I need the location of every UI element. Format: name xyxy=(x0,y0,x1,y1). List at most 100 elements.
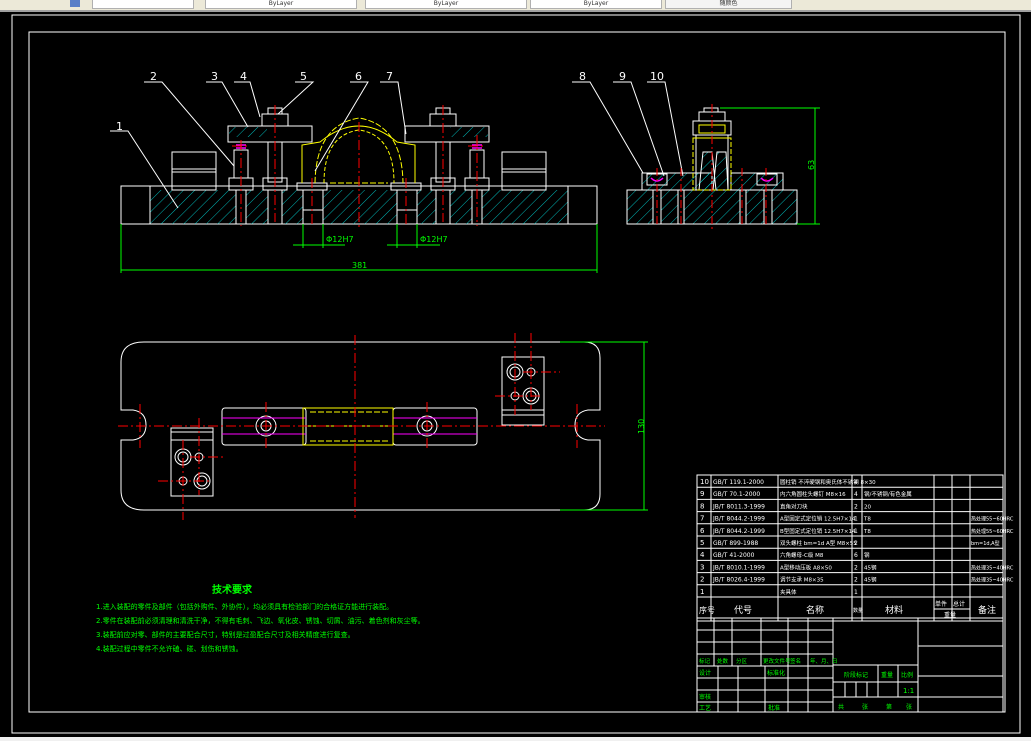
right-setting-block xyxy=(501,151,547,191)
bom-cell-qty: 4 xyxy=(854,491,858,498)
toolbar: ByLayer ByLayer ByLayer 随颜色 xyxy=(0,0,1031,12)
color-dropdown[interactable]: ByLayer xyxy=(205,0,357,9)
bom-cell-no: 6 xyxy=(700,527,705,535)
stage-mark-label: 阶段标记 xyxy=(844,671,868,679)
bom-header-name: 名称 xyxy=(806,604,824,616)
bom-cell-no: 4 xyxy=(700,551,705,559)
tech-req-line-1: 1.进入装配的零件及部件（包括外购件、外协件），均必须具有检验部门的合格证方能进… xyxy=(96,602,393,611)
bom-cell-qty: 1 xyxy=(854,589,858,596)
drawing-canvas[interactable]: 1 2 3 4 5 6 7 8 9 10 381 Φ12H7 Φ12H7 xyxy=(0,12,1031,737)
bom-cell-no: 7 xyxy=(700,515,704,523)
review-label: 审核 xyxy=(699,693,711,701)
balloon-8: 8 xyxy=(579,70,586,83)
dimensions-front xyxy=(120,224,598,273)
bom-cell-name: 直角对刀块 xyxy=(780,502,808,510)
balloon-6: 6 xyxy=(355,70,362,83)
bom-cell-no: 8 xyxy=(700,502,704,510)
sheet-inner-border xyxy=(28,31,1006,713)
title-block: 标记处数分区更改文件号签名年、月、日设计标准化审核工艺批准阶段标记重量比例1:1… xyxy=(696,617,1004,713)
sheet-count-label: 共 xyxy=(838,703,844,711)
balloon-7: 7 xyxy=(386,70,393,83)
linetype-dropdown[interactable]: ByLayer xyxy=(365,0,527,9)
bom-cell-no: 9 xyxy=(700,490,704,498)
layer-dropdown[interactable] xyxy=(92,0,194,9)
bom-cell-no: 5 xyxy=(700,539,704,547)
bom-cell-material: 钢/不锈钢/有色金属 xyxy=(864,490,912,498)
bom-cell-material: T8 xyxy=(863,529,871,535)
cad-drawing[interactable]: 1 2 3 4 5 6 7 8 9 10 381 Φ12H7 Φ12H7 xyxy=(0,12,1031,737)
left-setting-block xyxy=(171,151,217,191)
bom-row: 10 GB/T 119.1-2000 圆柱销 不淬硬钢和奥氏体不锈钢 8×304 xyxy=(700,478,876,486)
bom-row: 1 夹具体 1 xyxy=(700,588,858,596)
balloon-9: 9 xyxy=(619,70,626,83)
bom-cell-code: JB/T 8044.2-1999 xyxy=(712,528,765,535)
bom-cell-name: B型固定式定位销 12.5H7×14 xyxy=(780,527,856,535)
layer-manager-icon[interactable] xyxy=(70,0,80,7)
centerlines-front xyxy=(232,105,486,230)
dim-side-height: 63 xyxy=(807,160,816,170)
bom-cell-name: 双头螺柱 bm=1d A型 M8×55 xyxy=(780,539,857,547)
process-label: 工艺 xyxy=(699,704,711,712)
title-row-label: 处数 xyxy=(717,657,729,665)
dim-overall-length: 381 xyxy=(352,261,367,270)
plotstyle-dropdown[interactable]: 随颜色 xyxy=(665,0,792,9)
title-row-label: 分区 xyxy=(736,657,748,665)
sheet-count-label: 第 xyxy=(886,703,892,711)
bom-cell-no: 1 xyxy=(700,588,704,596)
title-row-label: 更改文件号 xyxy=(763,657,791,665)
bom-header-total_weight: 总计 xyxy=(953,600,965,608)
bom-cell-name: A型移动压板 A8×50 xyxy=(780,563,832,571)
bom-cell-remark: 热处理35~40HRC xyxy=(971,577,1014,584)
weight-label: 重量 xyxy=(881,671,893,679)
bom-cell-name: 六角螺母-C级 M8 xyxy=(780,551,824,559)
scale-value: 1:1 xyxy=(903,687,914,695)
dim-hole-left: Φ12H7 xyxy=(326,235,354,244)
leaders-front xyxy=(110,81,684,209)
centerlines-top xyxy=(118,333,605,520)
bom-cell-remark: 热处理55~60HRC xyxy=(971,516,1014,523)
design-label: 设计 xyxy=(699,669,711,677)
scale-label: 比例 xyxy=(901,671,913,679)
dimension-texts-front: 381 Φ12H7 Φ12H7 xyxy=(326,235,448,270)
title-row-label: 标记 xyxy=(699,657,711,665)
bom-cell-qty: 2 xyxy=(854,577,858,584)
balloon-5: 5 xyxy=(300,70,307,83)
tech-req-line-4: 4.装配过程中零件不允许磕、碰、划伤和锈蚀。 xyxy=(96,644,243,653)
title-row-label: 年、月、日 xyxy=(810,657,838,665)
bom-cell-material: 45钢 xyxy=(864,563,877,571)
bom-cell-qty: 1 xyxy=(854,516,858,523)
balloon-3: 3 xyxy=(211,70,218,83)
bom-cell-no: 10 xyxy=(700,478,709,486)
tech-req-line-3: 3.装配前应对零、部件的主要配合尺寸，特别是过盈配合尺寸及相关精度进行复查。 xyxy=(96,630,355,639)
bom-cell-name: 夹具体 xyxy=(780,588,797,596)
bom-cell-qty: 4 xyxy=(854,479,858,486)
standardization-label: 标准化 xyxy=(767,669,785,677)
sheet-count-label: 张 xyxy=(906,703,912,711)
bom-header-material: 材料 xyxy=(885,604,903,616)
bom-cell-code: JB/T 8044.2-1999 xyxy=(712,516,765,523)
bom-cell-code: GB/T 41-2000 xyxy=(713,552,755,559)
tech-req-title: 技术要求 xyxy=(212,583,253,596)
bom-cell-qty: 6 xyxy=(854,552,858,559)
bom-cell-qty: 2 xyxy=(854,503,858,510)
bom-cell-material: 20 xyxy=(864,504,871,510)
sheet-count-label: 张 xyxy=(862,703,868,711)
bom-cell-code: JB/T 8010.1-1999 xyxy=(712,564,765,571)
balloon-labels: 1 2 3 4 5 6 7 8 9 10 xyxy=(116,70,664,133)
title-row-label: 签名 xyxy=(790,657,801,665)
lineweight-dropdown[interactable]: ByLayer xyxy=(530,0,662,9)
bom-cell-qty: 1 xyxy=(854,528,858,535)
bom-cell-name: 圆柱销 不淬硬钢和奥氏体不锈钢 8×30 xyxy=(780,478,876,486)
bom-cell-code: GB/T 119.1-2000 xyxy=(713,479,764,486)
bom-cell-qty: 2 xyxy=(854,540,858,547)
bom-cell-code: JB/T 8026.4-1999 xyxy=(712,577,765,584)
bom-header-qty: 数量 xyxy=(853,607,863,614)
bom-cell-code: GB/T 899-1988 xyxy=(713,540,758,547)
bom-cell-name: A型固定式定位销 12.5H7×14 xyxy=(780,515,856,523)
left-setting-block-top xyxy=(170,427,214,497)
